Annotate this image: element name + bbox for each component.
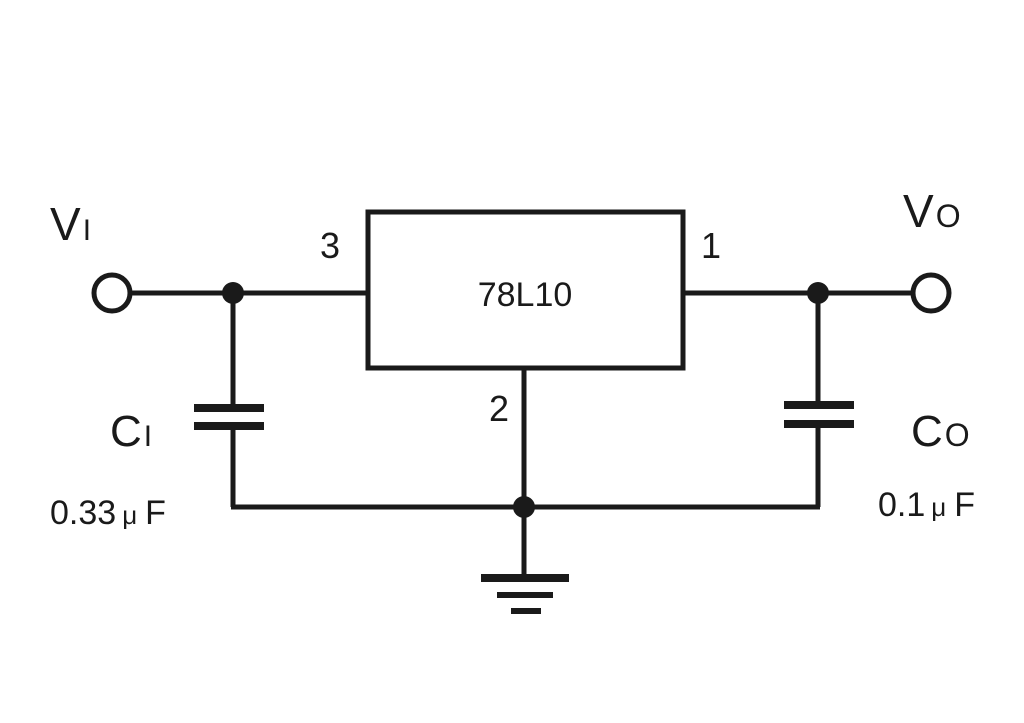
output-capacitor-value-prefix: μ	[931, 492, 946, 522]
input-voltage-symbol: V	[50, 198, 81, 250]
input-capacitor-value-prefix: μ	[122, 500, 137, 530]
ground-symbol-bar-3	[511, 608, 541, 614]
ground-junction-dot	[513, 496, 535, 518]
output-voltage-label: VO	[903, 185, 961, 237]
output-capacitor-plate-bottom	[784, 420, 854, 428]
output-terminal	[910, 272, 952, 314]
pin-3-label: 3	[320, 225, 340, 266]
output-capacitor-value-number: 0.1	[878, 486, 925, 524]
pin-2-label: 2	[489, 388, 509, 429]
output-capacitor-plate-top	[784, 401, 854, 409]
output-capacitor-value-unit: F	[954, 486, 975, 524]
input-capacitor-plate-bottom	[194, 422, 264, 430]
output-junction-dot	[807, 282, 829, 304]
output-capacitor-symbol: C	[911, 407, 943, 456]
input-capacitor-value-unit: F	[145, 494, 166, 532]
ground-symbol-bar-2	[497, 592, 553, 598]
output-capacitor-label: CO	[911, 407, 970, 456]
output-capacitor-subscript: O	[945, 417, 970, 453]
regulator-part-label: 78L10	[478, 276, 573, 314]
input-capacitor-symbol: C	[110, 407, 142, 456]
input-capacitor-label: CI	[110, 407, 152, 456]
output-voltage-symbol: V	[903, 185, 934, 237]
input-voltage-subscript: I	[83, 214, 91, 247]
input-voltage-label: VI	[50, 198, 91, 250]
input-capacitor-subscript: I	[144, 420, 152, 453]
output-voltage-subscript: O	[936, 198, 961, 234]
input-junction-dot	[222, 282, 244, 304]
ground-symbol-bar-1	[481, 574, 569, 582]
input-capacitor-plate-top	[194, 404, 264, 412]
input-capacitor-value-number: 0.33	[50, 494, 116, 532]
pin-1-label: 1	[701, 225, 721, 266]
input-terminal	[91, 272, 133, 314]
